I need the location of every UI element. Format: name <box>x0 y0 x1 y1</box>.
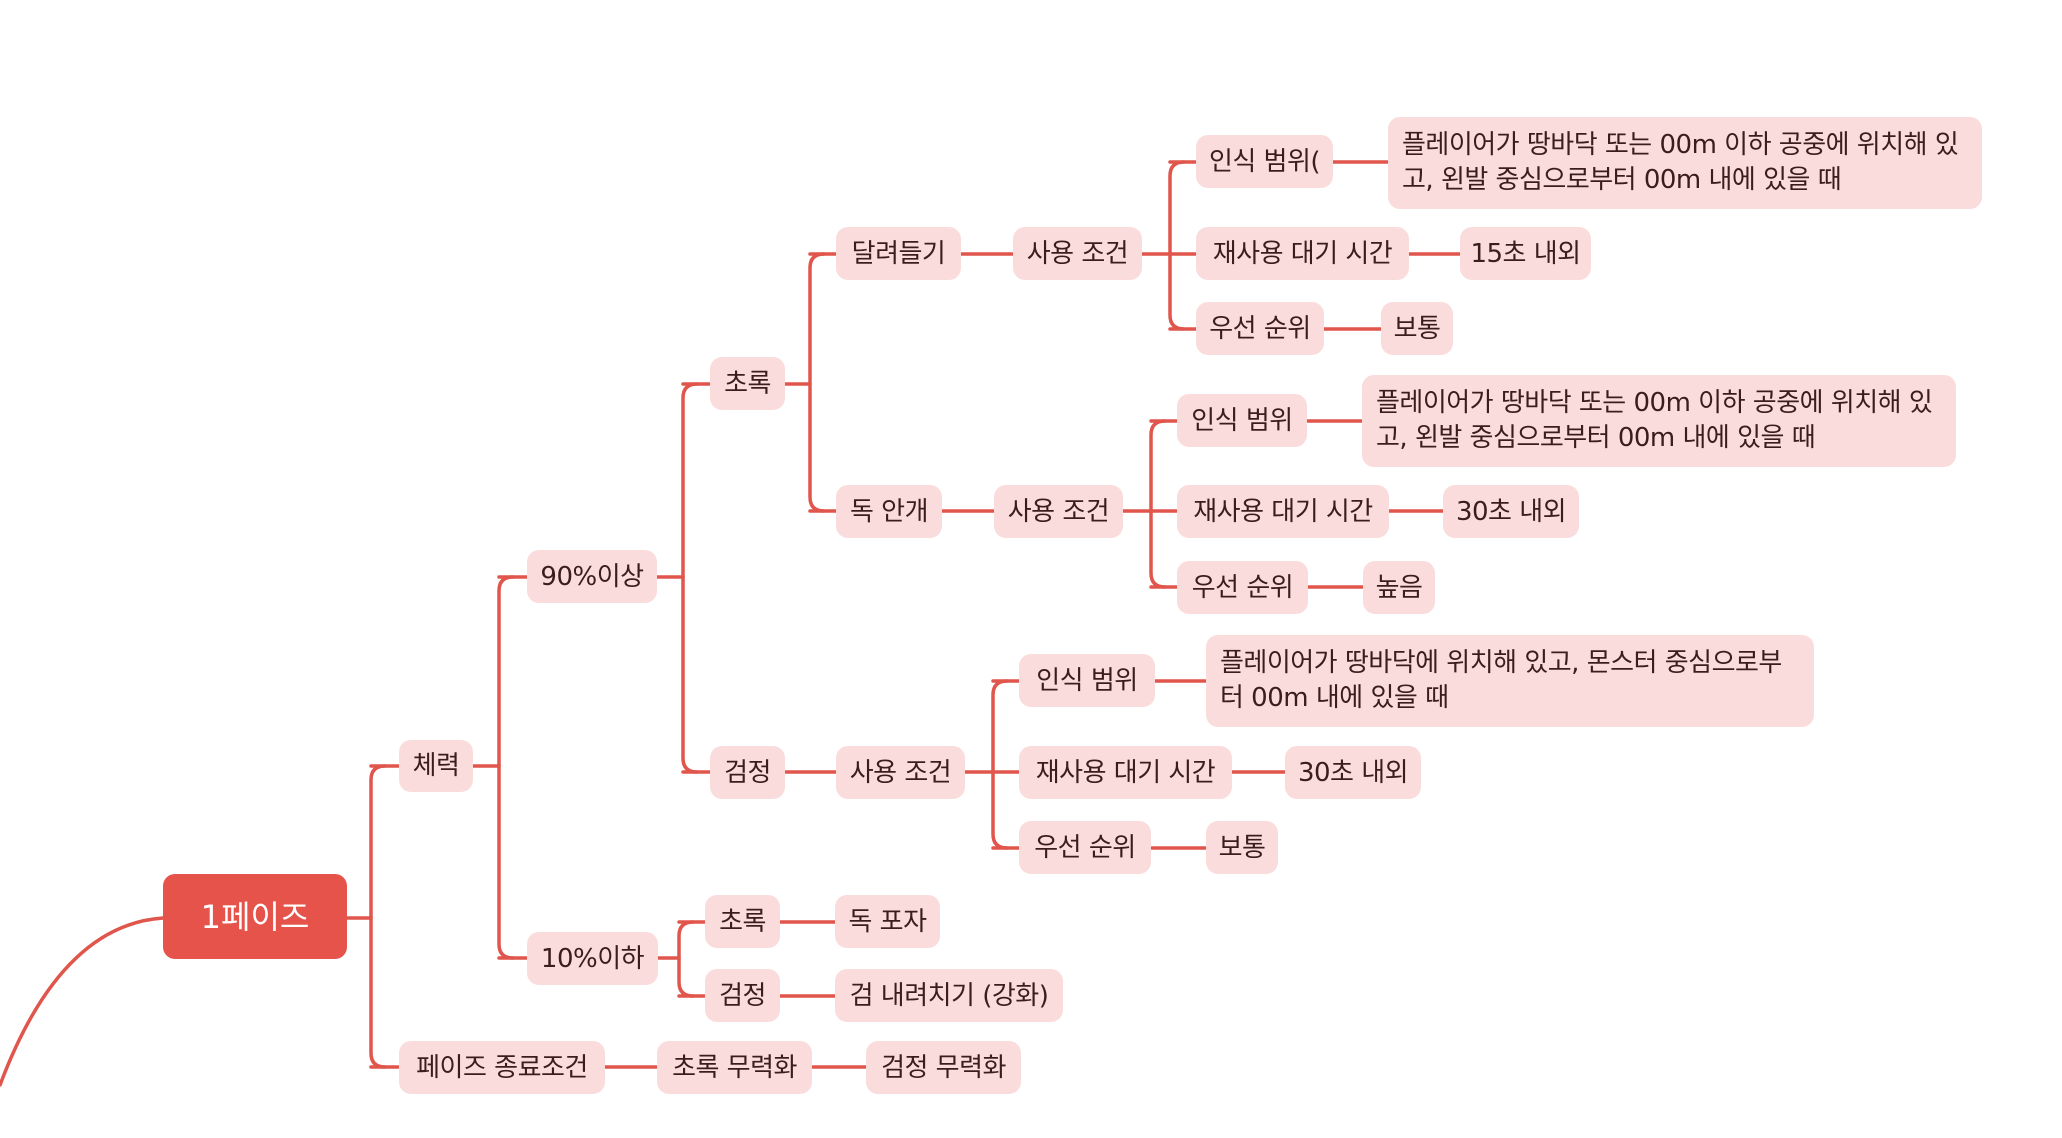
root-incoming-curve <box>0 916 165 1087</box>
root-node-phase1[interactable]: 1페이즈 <box>163 874 347 959</box>
node-black-range[interactable]: 인식 범위 <box>1019 654 1155 707</box>
bracket-hp <box>497 575 515 960</box>
bracket-90 <box>681 382 699 774</box>
node-fog-use-condition[interactable]: 사용 조건 <box>994 485 1123 538</box>
node-rush[interactable]: 달려들기 <box>836 227 961 280</box>
node-sword-strike-enhanced[interactable]: 검 내려치기 (강화) <box>835 969 1063 1022</box>
node-black-cooldown-value[interactable]: 30초 내외 <box>1285 746 1421 799</box>
node-hp-10-below[interactable]: 10%이하 <box>527 932 658 985</box>
node-end-green-neutralize[interactable]: 초록 무력화 <box>657 1041 812 1094</box>
node-fog-cooldown-value[interactable]: 30초 내외 <box>1443 485 1579 538</box>
bracket-fog-use <box>1149 419 1167 589</box>
node-hp[interactable]: 체력 <box>399 740 473 792</box>
bracket-green <box>808 252 826 513</box>
bracket-rush-use <box>1168 160 1186 331</box>
node-low-black[interactable]: 검정 <box>705 969 780 1022</box>
node-fog-priority-value[interactable]: 높음 <box>1363 561 1435 614</box>
node-rush-use-condition[interactable]: 사용 조건 <box>1013 227 1142 280</box>
bracket-10 <box>677 920 695 998</box>
node-rush-range-detail[interactable]: 플레이어가 땅바닥 또는 00m 이하 공중에 위치해 있고, 왼발 중심으로부… <box>1388 117 1982 209</box>
bracket-black-use <box>991 679 1009 850</box>
node-fog-priority[interactable]: 우선 순위 <box>1177 561 1308 614</box>
node-rush-cooldown[interactable]: 재사용 대기 시간 <box>1196 227 1409 280</box>
node-black[interactable]: 검정 <box>710 746 785 799</box>
node-rush-priority[interactable]: 우선 순위 <box>1196 302 1324 355</box>
node-black-range-detail[interactable]: 플레이어가 땅바닥에 위치해 있고, 몬스터 중심으로부터 00m 내에 있을 … <box>1206 635 1814 727</box>
node-rush-range[interactable]: 인식 범위( <box>1196 135 1333 188</box>
node-phase-end-condition[interactable]: 페이즈 종료조건 <box>399 1041 605 1094</box>
node-fog-range-detail[interactable]: 플레이어가 땅바닥 또는 00m 이하 공중에 위치해 있고, 왼발 중심으로부… <box>1362 375 1956 467</box>
node-end-black-neutralize[interactable]: 검정 무력화 <box>866 1041 1021 1094</box>
node-poison-fog[interactable]: 독 안개 <box>836 485 942 538</box>
node-fog-cooldown[interactable]: 재사용 대기 시간 <box>1177 485 1389 538</box>
node-green[interactable]: 초록 <box>710 357 785 410</box>
node-rush-cooldown-value[interactable]: 15초 내외 <box>1460 227 1591 280</box>
node-hp-90-above[interactable]: 90%이상 <box>527 550 657 603</box>
node-black-priority[interactable]: 우선 순위 <box>1019 821 1151 874</box>
node-black-cooldown[interactable]: 재사용 대기 시간 <box>1019 746 1232 799</box>
node-fog-range[interactable]: 인식 범위 <box>1177 394 1307 447</box>
bracket-root <box>369 764 387 1069</box>
node-poison-spore[interactable]: 독 포자 <box>835 895 940 948</box>
node-rush-priority-value[interactable]: 보통 <box>1381 302 1453 355</box>
node-black-use-condition[interactable]: 사용 조건 <box>836 746 965 799</box>
node-black-priority-value[interactable]: 보통 <box>1206 821 1278 874</box>
node-low-green[interactable]: 초록 <box>705 895 780 948</box>
